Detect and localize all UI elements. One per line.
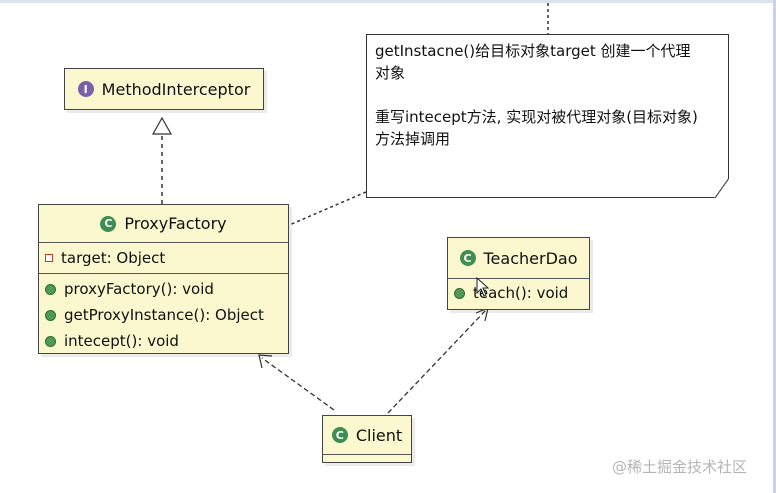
note-line: getInstacne()给目标对象target 创建一个代理	[375, 42, 691, 60]
methodinterceptor-name: MethodInterceptor	[101, 79, 251, 99]
realization-arrowhead	[151, 116, 173, 135]
methodinterceptor-interface-box[interactable]: I MethodInterceptor	[64, 68, 264, 110]
note-line: 重写intecept方法, 实现对被代理对象(目标对象)	[375, 108, 698, 126]
note-fold-corner	[715, 178, 729, 198]
private-field-icon	[45, 254, 53, 262]
proxyfactory-class-box[interactable]: C ProxyFactory target: Object proxyFacto…	[38, 204, 289, 354]
operation-row: intecept(): void	[45, 328, 282, 354]
window-top-border	[0, 0, 776, 3]
teacherdao-name: TeacherDao	[483, 248, 578, 268]
operation-row: getProxyInstance(): Object	[45, 302, 282, 328]
teacherdao-class-box[interactable]: C TeacherDao teach(): void	[447, 237, 590, 310]
proxyfactory-name: ProxyFactory	[124, 214, 227, 233]
note-line: 对象	[375, 64, 406, 82]
proxyfactory-operations: proxyFactory(): void getProxyInstance():…	[39, 273, 288, 356]
operation-text: teach(): void	[473, 284, 569, 302]
operation-text: proxyFactory(): void	[64, 280, 214, 298]
class-icon: C	[459, 250, 476, 266]
client-to-teacherdao-dependency	[387, 309, 487, 414]
mouse-cursor-icon	[476, 277, 490, 297]
window-right-border	[773, 0, 776, 493]
client-class-box[interactable]: C Client	[322, 415, 412, 463]
public-method-icon	[45, 335, 56, 347]
note-line: 方法掉调用	[375, 130, 451, 148]
note-to-proxyfactory-connector	[286, 191, 367, 227]
class-icon: C	[331, 427, 348, 443]
proxyfactory-attributes: target: Object	[39, 242, 288, 273]
watermark: @稀土掘金技术社区	[612, 458, 748, 476]
client-to-proxyfactory-dependency	[261, 357, 335, 411]
operation-text: intecept(): void	[64, 332, 179, 350]
teacherdao-operations: teach(): void	[448, 278, 589, 307]
client-empty-compartment	[323, 454, 411, 462]
operation-row: teach(): void	[454, 281, 583, 305]
attribute-text: target: Object	[61, 249, 166, 267]
class-icon: C	[100, 215, 117, 232]
public-method-icon	[45, 283, 56, 295]
uml-note[interactable]: getInstacne()给目标对象target 创建一个代理 对象 重写int…	[366, 34, 729, 198]
interface-icon: I	[77, 81, 94, 97]
operation-text: getProxyInstance(): Object	[64, 306, 264, 324]
operation-row: proxyFactory(): void	[45, 276, 282, 302]
public-method-icon	[45, 309, 56, 321]
dependency-arrowhead-proxyfactory	[258, 354, 273, 369]
public-method-icon	[454, 287, 465, 299]
attribute-row: target: Object	[45, 245, 282, 271]
client-name: Client	[355, 425, 403, 445]
